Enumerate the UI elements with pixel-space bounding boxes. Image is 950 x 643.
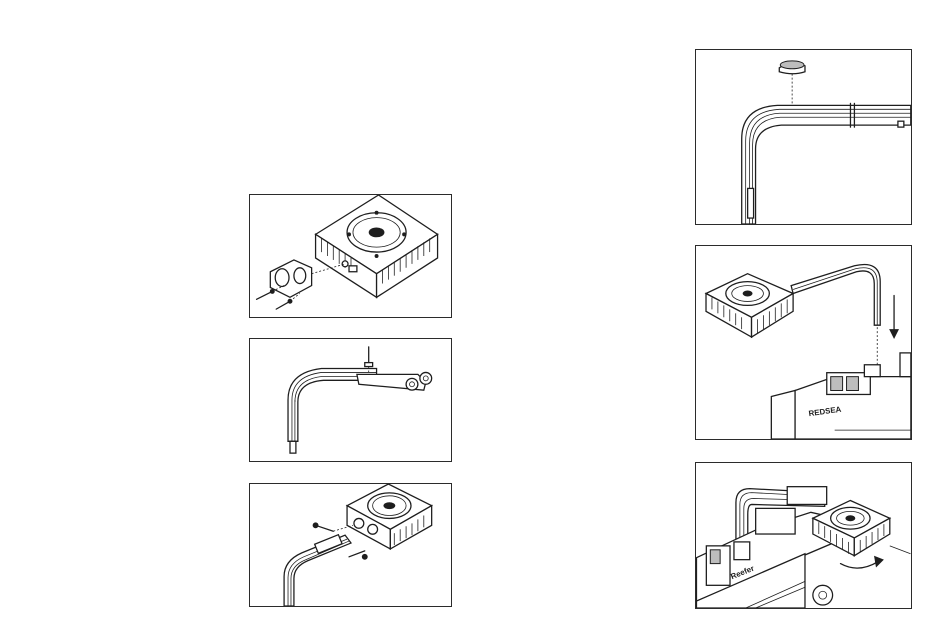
instruction-panel-attach-bracket: [249, 194, 452, 318]
rotate-unit-illustration: Reefer: [696, 463, 911, 608]
arm-unit-illustration: [250, 484, 451, 606]
instruction-panel-cap: [695, 49, 912, 225]
instruction-panel-arm-to-unit: [249, 483, 452, 607]
bracket-unit-illustration: [250, 195, 451, 317]
arm-screw-illustration: [250, 339, 451, 461]
instruction-panel-lower-onto-tank: REDSEA: [695, 245, 912, 440]
instruction-panel-arm-screw: [249, 338, 452, 462]
instruction-panel-rotate-unit: Reefer: [695, 462, 912, 609]
cap-arm-illustration: [696, 50, 911, 224]
lower-arm-illustration: REDSEA: [696, 246, 911, 439]
